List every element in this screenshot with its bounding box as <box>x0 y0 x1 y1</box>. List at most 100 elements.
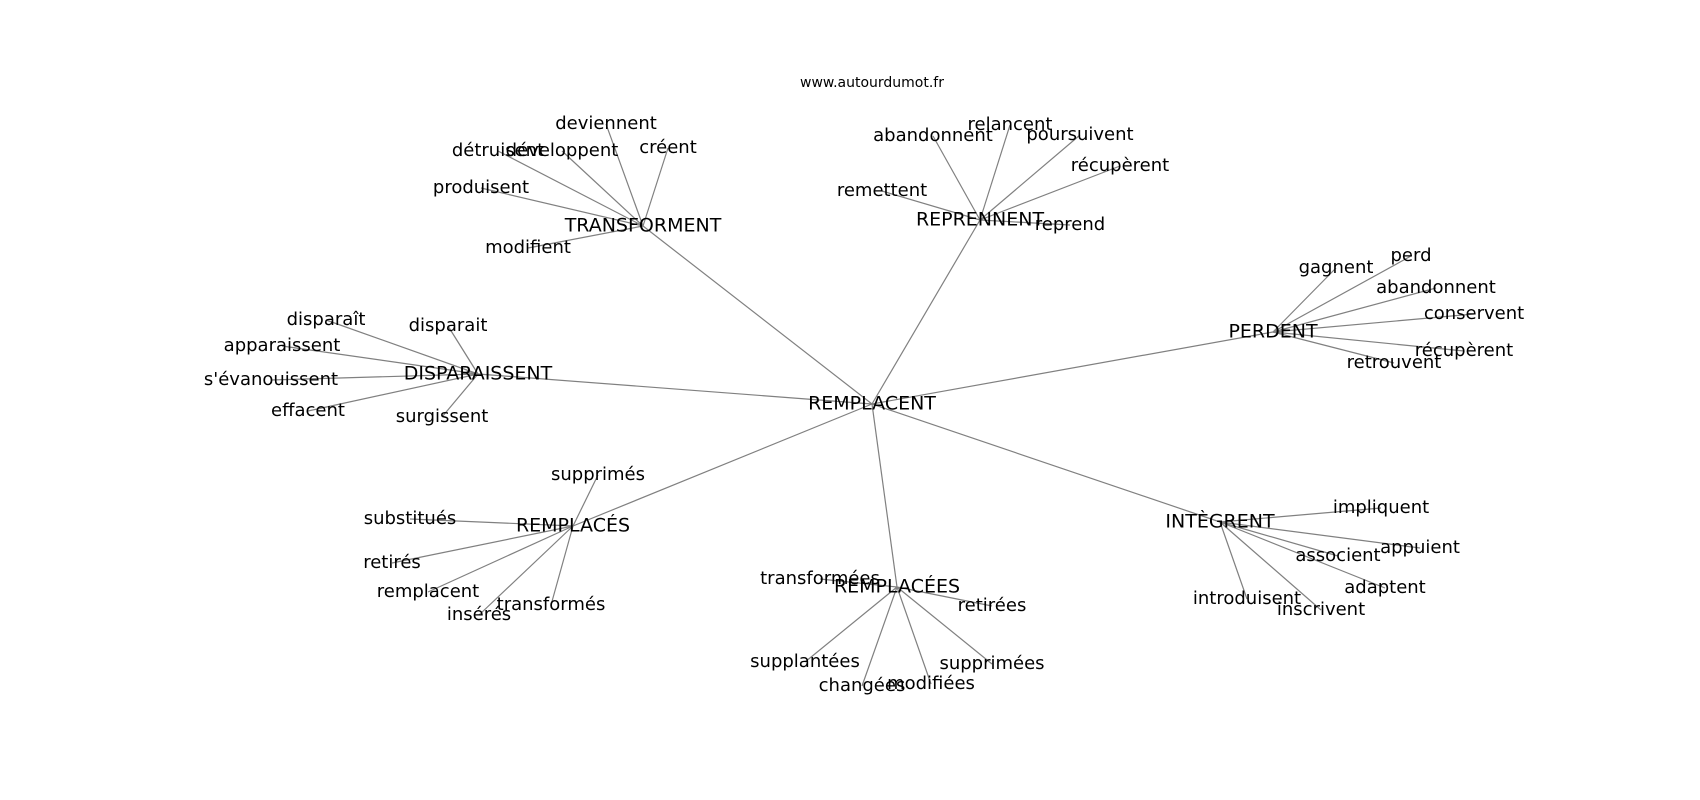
leaf-word-node[interactable]: relancent <box>968 114 1053 135</box>
edge-hub-to-leaf <box>1272 331 1395 364</box>
hub-word-node[interactable]: DISPARAISSENT <box>404 363 553 385</box>
edge-hub-to-leaf <box>325 319 479 375</box>
leaf-word-node[interactable]: supprimées <box>939 653 1044 674</box>
edge-center-to-hub <box>871 219 981 405</box>
leaf-word-node[interactable]: détruisent <box>452 140 544 161</box>
leaf-word-node[interactable]: poursuivent <box>1026 124 1133 145</box>
edge-hub-to-leaf <box>561 150 644 227</box>
edge-hub-to-leaf <box>550 525 574 606</box>
edge-hub-to-leaf <box>642 147 669 227</box>
edge-hub-to-leaf <box>804 586 898 663</box>
edge-center-to-hub <box>871 331 1274 405</box>
edge-hub-to-leaf <box>896 586 993 607</box>
edge-center-to-hub <box>642 225 873 405</box>
leaf-word-node[interactable]: retrouvent <box>1347 352 1442 373</box>
edge-hub-to-leaf <box>979 124 1011 221</box>
leaf-word-node[interactable]: perd <box>1390 245 1431 266</box>
leaf-word-node[interactable]: produisent <box>433 177 529 198</box>
edge-hub-to-leaf <box>979 165 1121 221</box>
leaf-word-node[interactable]: modifiées <box>887 673 975 694</box>
edge-hub-to-leaf <box>527 225 644 249</box>
source-watermark: www.autourdumot.fr <box>800 75 944 91</box>
hub-word-node[interactable]: PERDENT <box>1228 321 1318 343</box>
leaf-word-node[interactable]: gagnent <box>1299 257 1374 278</box>
edge-center-to-hub <box>477 373 873 405</box>
leaf-word-node[interactable]: créent <box>639 137 697 158</box>
edge-hub-to-leaf <box>427 525 574 593</box>
hub-word-node[interactable]: TRANSFORMENT <box>564 215 722 237</box>
leaf-word-node[interactable]: abandonnent <box>1376 277 1496 298</box>
edge-center-to-hub <box>871 403 898 588</box>
leaf-word-node[interactable]: disparait <box>409 315 488 336</box>
edge-hub-to-leaf <box>572 474 599 527</box>
edge-hub-to-leaf <box>932 135 981 221</box>
leaf-word-node[interactable]: insérés <box>447 604 511 625</box>
leaf-word-node[interactable]: supprimés <box>551 464 645 485</box>
edge-hub-to-leaf <box>441 373 479 418</box>
edges-layer <box>270 123 1475 687</box>
leaf-word-node[interactable]: récupèrent <box>1415 340 1513 361</box>
leaf-word-node[interactable]: introduisent <box>1193 588 1301 609</box>
edge-hub-to-leaf <box>281 345 479 375</box>
edge-hub-to-leaf <box>447 325 479 375</box>
leaf-word-node[interactable]: apparaissent <box>224 335 341 356</box>
edge-hub-to-leaf <box>896 586 993 665</box>
edge-hub-to-leaf <box>1219 521 1339 557</box>
leaf-word-node[interactable]: associent <box>1295 545 1380 566</box>
leaf-word-node[interactable]: changées <box>819 675 906 696</box>
edge-hub-to-leaf <box>1272 313 1475 333</box>
edge-hub-to-leaf <box>1219 521 1386 589</box>
edge-hub-to-leaf <box>1219 507 1382 523</box>
edge-hub-to-leaf <box>1272 287 1437 333</box>
hub-word-node[interactable]: REPRENNENT <box>916 209 1045 231</box>
edge-hub-to-leaf <box>819 578 898 588</box>
edge-hub-to-leaf <box>1272 267 1337 333</box>
edge-hub-to-leaf <box>861 586 898 687</box>
edge-hub-to-leaf <box>979 219 1071 226</box>
leaf-word-node[interactable]: disparaît <box>287 309 366 330</box>
edge-hub-to-leaf <box>270 373 479 381</box>
leaf-word-node[interactable]: supplantées <box>750 651 860 672</box>
edge-hub-to-leaf <box>896 586 932 685</box>
leaf-word-node[interactable]: transformés <box>497 594 606 615</box>
center-word-node[interactable]: REMPLACENT <box>808 393 936 415</box>
leaf-word-node[interactable]: développent <box>506 140 619 161</box>
leaf-word-node[interactable]: impliquent <box>1333 497 1429 518</box>
edge-hub-to-leaf <box>881 190 981 221</box>
leaf-word-node[interactable]: récupèrent <box>1071 155 1169 176</box>
leaf-word-node[interactable]: transformées <box>760 568 880 589</box>
leaf-word-node[interactable]: abandonnent <box>873 125 993 146</box>
edge-hub-to-leaf <box>1219 521 1421 549</box>
edge-hub-to-leaf <box>478 525 574 616</box>
hub-word-node[interactable]: REMPLACÉS <box>516 514 630 537</box>
leaf-word-node[interactable]: remettent <box>837 180 927 201</box>
hub-word-node[interactable]: INTÈGRENT <box>1165 510 1275 533</box>
leaf-word-node[interactable]: retirées <box>958 595 1027 616</box>
leaf-word-node[interactable]: substitués <box>364 508 457 529</box>
leaf-word-node[interactable]: remplacent <box>377 581 480 602</box>
leaf-word-node[interactable]: modifient <box>485 237 571 258</box>
edge-hub-to-leaf <box>1219 521 1322 611</box>
leaf-word-node[interactable]: retirés <box>363 552 421 573</box>
edge-hub-to-leaf <box>480 187 644 227</box>
leaf-word-node[interactable]: inscrivent <box>1277 599 1365 620</box>
edge-hub-to-leaf <box>409 518 574 527</box>
leaf-word-node[interactable]: adaptent <box>1344 577 1426 598</box>
leaf-word-node[interactable]: appuient <box>1380 537 1460 558</box>
leaf-word-node[interactable]: surgissent <box>396 406 489 427</box>
hub-word-node[interactable]: REMPLACÉES <box>834 575 960 598</box>
edge-hub-to-leaf <box>1219 521 1248 600</box>
edge-hub-to-leaf <box>497 150 644 227</box>
edge-center-to-hub <box>572 403 873 527</box>
leaf-word-node[interactable]: conservent <box>1424 303 1524 324</box>
leaf-word-node[interactable]: deviennent <box>555 113 657 134</box>
edge-center-to-hub <box>871 403 1221 523</box>
edge-hub-to-leaf <box>1272 255 1412 333</box>
leaf-word-node[interactable]: reprend <box>1035 214 1105 235</box>
edge-hub-to-leaf <box>1272 331 1465 352</box>
edge-hub-to-leaf <box>307 373 479 412</box>
leaf-word-node[interactable]: effacent <box>271 400 345 421</box>
leaf-word-node[interactable]: s'évanouissent <box>204 369 338 390</box>
